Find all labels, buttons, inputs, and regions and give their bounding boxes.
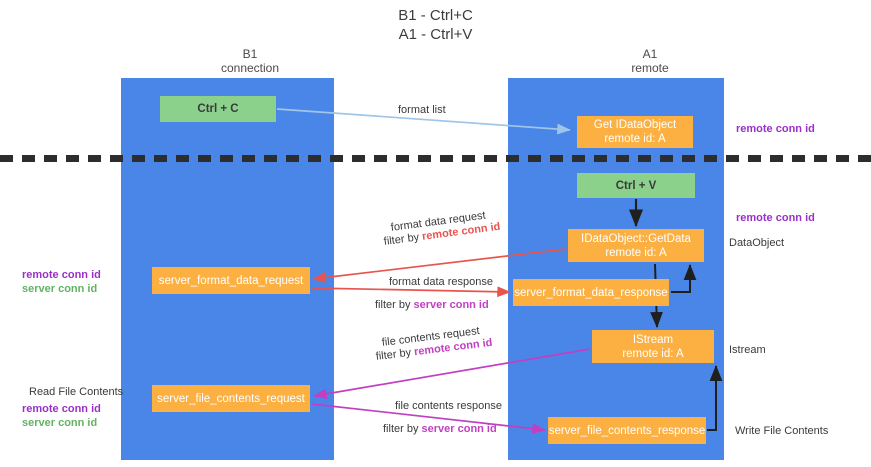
filter-prefix: filter by <box>383 423 422 435</box>
page-title: B1 - Ctrl+C A1 - Ctrl+V <box>0 6 871 44</box>
column-header-a1: A1 remote <box>560 47 740 75</box>
column-header-a1-role: remote <box>631 61 669 75</box>
annotation-istream: Istream <box>729 344 766 356</box>
annotation-left-conn-ids-bottom: remote conn id server conn id <box>22 402 101 430</box>
box-idataobject-getdata-line2: remote id: A <box>605 246 667 259</box>
box-ctrl-c-label: Ctrl + C <box>197 103 239 115</box>
box-istream-line1: IStream <box>632 333 674 346</box>
column-header-a1-name: A1 <box>642 47 658 61</box>
filter-prefix: filter by <box>383 230 423 248</box>
box-server-file-contents-response[interactable]: server_file_contents_response <box>548 417 706 444</box>
column-header-b1: B1 connection <box>150 47 350 75</box>
box-server-format-data-response[interactable]: server_format_data_response <box>513 279 669 306</box>
box-get-idataobject-line2: remote id: A <box>604 133 666 145</box>
annotation-remote-conn-id: remote conn id <box>22 269 101 281</box>
column-header-b1-name: B1 <box>242 47 258 61</box>
box-server-format-data-response-label: server_format_data_response <box>514 286 668 299</box>
filter-prefix: filter by <box>375 299 414 311</box>
box-ctrl-v[interactable]: Ctrl + V <box>577 173 695 198</box>
box-get-idataobject[interactable]: Get IDataObject remote id: A <box>577 116 693 148</box>
filter-key-server-conn-id: server conn id <box>413 299 489 311</box>
title-line-2: A1 - Ctrl+V <box>398 26 473 43</box>
annotation-left-conn-ids-top: remote conn id server conn id <box>22 268 101 296</box>
annotation-remote-conn-id-top: remote conn id <box>736 123 815 135</box>
edge-label-format-data-response: format data response <box>389 276 493 288</box>
edge-label-file-contents-response-filter: filter by server conn id <box>383 422 497 436</box>
box-server-format-data-request[interactable]: server_format_data_request <box>152 267 310 294</box>
annotation-server-conn-id: server conn id <box>22 283 98 295</box>
annotation-remote-conn-id-mid: remote conn id <box>736 212 815 224</box>
annotation-read-file-contents: Read File Contents <box>29 386 124 398</box>
box-idataobject-getdata[interactable]: IDataObject::GetData remote id: A <box>568 229 704 262</box>
box-idataobject-getdata-line1: IDataObject::GetData <box>581 232 691 245</box>
box-server-format-data-request-label: server_format_data_request <box>158 274 304 287</box>
box-ctrl-v-label: Ctrl + V <box>615 179 657 192</box>
filter-key-server-conn-id: server conn id <box>421 423 497 435</box>
edge-label-format-data-response-filter: filter by server conn id <box>375 298 489 312</box>
box-server-file-contents-response-label: server_file_contents_response <box>548 424 706 437</box>
box-get-idataobject-line1: Get IDataObject <box>593 119 677 131</box>
annotation-server-conn-id: server conn id <box>22 417 98 429</box>
edge-label-file-contents-response: file contents response <box>395 400 503 412</box>
annotation-dataobject: DataObject <box>729 237 785 249</box>
phase-divider <box>0 155 871 162</box>
box-server-file-contents-request-label: server_file_contents_request <box>157 392 305 405</box>
annotation-remote-conn-id: remote conn id <box>22 403 101 415</box>
edge-label-format-list: format list <box>398 104 446 116</box>
box-istream-line2: remote id: A <box>622 347 684 360</box>
column-header-b1-role: connection <box>220 61 280 75</box>
box-istream[interactable]: IStream remote id: A <box>592 330 714 363</box>
filter-prefix: filter by <box>375 346 415 363</box>
box-server-file-contents-request[interactable]: server_file_contents_request <box>152 385 310 412</box>
annotation-write-file-contents: Write File Contents <box>735 425 829 437</box>
title-line-1: B1 - Ctrl+C <box>398 7 473 24</box>
box-ctrl-c[interactable]: Ctrl + C <box>160 96 276 122</box>
